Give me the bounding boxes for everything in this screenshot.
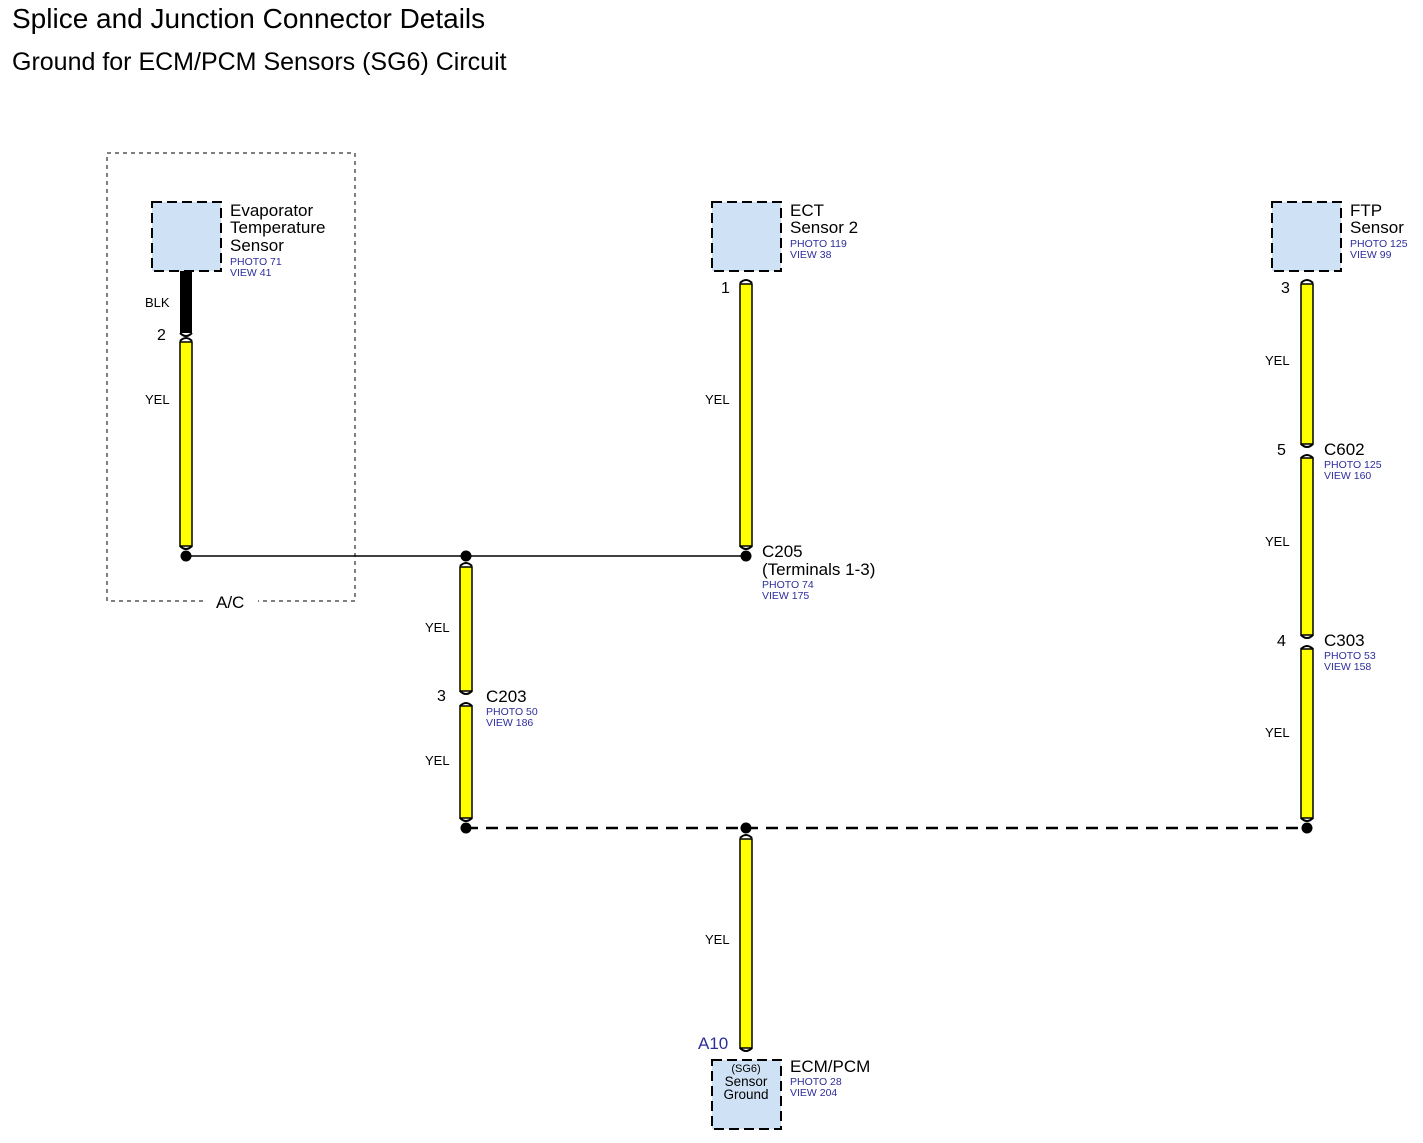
ftp-upper-yel-label: YEL bbox=[1265, 353, 1290, 368]
c602-pin: 5 bbox=[1277, 442, 1286, 459]
c602-name: C602 bbox=[1324, 440, 1365, 459]
ftp-sensor-pin: 3 bbox=[1281, 280, 1290, 297]
ftp-upper-yel-wire bbox=[1300, 283, 1314, 445]
ecm-inner-line-3: Ground bbox=[723, 1087, 768, 1102]
ecm-photo: PHOTO 28 bbox=[790, 1076, 842, 1088]
page-title: Splice and Junction Connector Details bbox=[12, 3, 486, 34]
ftp-sensor-name-2: Sensor bbox=[1350, 218, 1404, 237]
ftp-sensor-box bbox=[1271, 201, 1342, 272]
c205-detail: (Terminals 1-3) bbox=[762, 560, 875, 579]
ecm-name: ECM/PCM bbox=[790, 1057, 870, 1076]
ftp-lower-yel-label: YEL bbox=[1265, 725, 1290, 740]
ect-sensor-photo: PHOTO 119 bbox=[790, 238, 847, 250]
evap-blk-wire bbox=[180, 271, 192, 333]
c205-splice-point bbox=[740, 550, 752, 562]
ftp-sensor-view: VIEW 99 bbox=[1350, 249, 1392, 261]
middle-splice-point-lower bbox=[460, 822, 472, 834]
c203-photo: PHOTO 50 bbox=[486, 706, 538, 718]
ftp-sensor-name-1: FTP bbox=[1350, 201, 1382, 220]
c205-name: C205 bbox=[762, 542, 803, 561]
c205-photo: PHOTO 74 bbox=[762, 579, 814, 591]
evap-temp-sensor[interactable]: Evaporator Temperature Sensor PHOTO 71 V… bbox=[151, 201, 325, 279]
ac-zone-label: A/C bbox=[216, 593, 244, 612]
ftp-splice-point bbox=[1301, 822, 1313, 834]
c602-photo: PHOTO 125 bbox=[1324, 459, 1382, 471]
ftp-lower-yel-wire bbox=[1300, 648, 1314, 819]
evap-sensor-name-2: Temperature bbox=[230, 218, 325, 237]
evap-sensor-photo: PHOTO 71 bbox=[230, 256, 282, 268]
ftp-middle-yel-label: YEL bbox=[1265, 534, 1290, 549]
c303-photo: PHOTO 53 bbox=[1324, 650, 1376, 662]
evap-yel-wire bbox=[179, 341, 193, 547]
evap-sensor-name-1: Evaporator bbox=[230, 201, 313, 220]
c303-name: C303 bbox=[1324, 631, 1365, 650]
ect-yel-label: YEL bbox=[705, 392, 730, 407]
ecm-pin: A10 bbox=[698, 1034, 728, 1053]
ecm-yel-label: YEL bbox=[705, 932, 730, 947]
ftp-middle-yel-wire bbox=[1300, 457, 1314, 636]
c303-pin: 4 bbox=[1277, 633, 1286, 650]
c203-name: C203 bbox=[486, 687, 527, 706]
ecm-inner-line-1: (SG6) bbox=[731, 1063, 760, 1075]
ect-sensor-name-2: Sensor 2 bbox=[790, 218, 858, 237]
ecm-splice-point bbox=[740, 822, 752, 834]
ecm-pcm[interactable]: (SG6) Sensor Ground ECM/PCM PHOTO 28 VIE… bbox=[711, 1057, 870, 1130]
c205-view: VIEW 175 bbox=[762, 590, 809, 602]
ect-yel-wire bbox=[739, 283, 753, 547]
evap-connector-pin: 2 bbox=[157, 327, 166, 344]
ect-sensor-box bbox=[711, 201, 782, 272]
evap-sensor-view: VIEW 41 bbox=[230, 267, 272, 279]
ect-sensor-view: VIEW 38 bbox=[790, 249, 832, 261]
c203-lower-yel-label: YEL bbox=[425, 753, 450, 768]
page-subtitle: Ground for ECM/PCM Sensors (SG6) Circuit bbox=[12, 48, 507, 76]
evap-sensor-name-3: Sensor bbox=[230, 236, 284, 255]
evap-splice-point bbox=[180, 550, 192, 562]
c203-lower-yel-wire bbox=[459, 705, 473, 819]
evap-yel-label: YEL bbox=[145, 392, 170, 407]
c203-upper-yel-label: YEL bbox=[425, 620, 450, 635]
ac-zone: A/C bbox=[106, 152, 356, 612]
ect-sensor-2[interactable]: ECT Sensor 2 PHOTO 119 VIEW 38 bbox=[711, 201, 858, 272]
evap-blk-label: BLK bbox=[145, 295, 170, 310]
ecm-box bbox=[711, 1059, 782, 1130]
ftp-sensor-photo: PHOTO 125 bbox=[1350, 238, 1408, 250]
middle-splice-point-upper bbox=[460, 550, 472, 562]
c205-connector[interactable]: C205 (Terminals 1-3) PHOTO 74 VIEW 175 bbox=[762, 542, 875, 602]
c602-view: VIEW 160 bbox=[1324, 470, 1371, 482]
evap-connector: 2 bbox=[157, 327, 193, 344]
c602-connector[interactable]: 5 C602 PHOTO 125 VIEW 160 bbox=[1277, 440, 1382, 482]
ect-sensor-pin: 1 bbox=[721, 280, 730, 297]
c203-pin: 3 bbox=[437, 688, 446, 705]
c203-upper-yel-wire bbox=[459, 566, 473, 692]
evap-sensor-box bbox=[151, 201, 222, 272]
c303-view: VIEW 158 bbox=[1324, 661, 1371, 673]
c303-connector[interactable]: 4 C303 PHOTO 53 VIEW 158 bbox=[1277, 631, 1376, 673]
ecm-view: VIEW 204 bbox=[790, 1087, 837, 1099]
ftp-sensor[interactable]: FTP Sensor PHOTO 125 VIEW 99 bbox=[1271, 201, 1408, 272]
ecm-inner-line-2: Sensor bbox=[725, 1074, 768, 1089]
c203-connector[interactable]: 3 C203 PHOTO 50 VIEW 186 bbox=[437, 687, 538, 729]
ecm-yel-wire bbox=[739, 838, 753, 1049]
c203-view: VIEW 186 bbox=[486, 717, 533, 729]
ect-sensor-name-1: ECT bbox=[790, 201, 824, 220]
